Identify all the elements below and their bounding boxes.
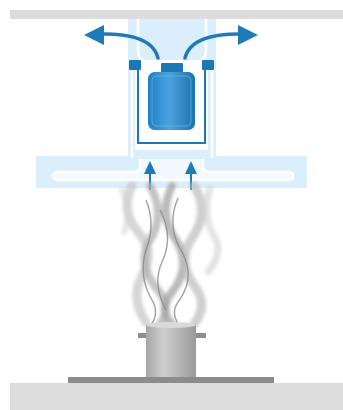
- stovetop: [68, 377, 274, 383]
- cooking-pot: [138, 322, 206, 378]
- exhaust-fan: [129, 60, 214, 150]
- pot-handle-left: [138, 333, 148, 338]
- fan-mount-left: [129, 60, 141, 70]
- ceiling: [10, 10, 343, 19]
- exhaust-arrow-right: [183, 32, 241, 60]
- rising-smoke: [119, 181, 222, 329]
- fan-frame: [137, 66, 206, 144]
- pot-body: [146, 324, 196, 378]
- hood-inner-channel: [51, 148, 295, 182]
- exhaust-arrow-left: [102, 32, 160, 60]
- fan-connector: [161, 63, 183, 72]
- pot-handle-right: [196, 333, 206, 338]
- fan-motor: [148, 72, 195, 130]
- fan-mount-right: [202, 60, 214, 70]
- pot-rim: [146, 322, 196, 328]
- exhaust-arrowhead-left: [84, 25, 104, 45]
- exhaust-arrowhead-right: [238, 25, 258, 45]
- floor: [10, 383, 343, 410]
